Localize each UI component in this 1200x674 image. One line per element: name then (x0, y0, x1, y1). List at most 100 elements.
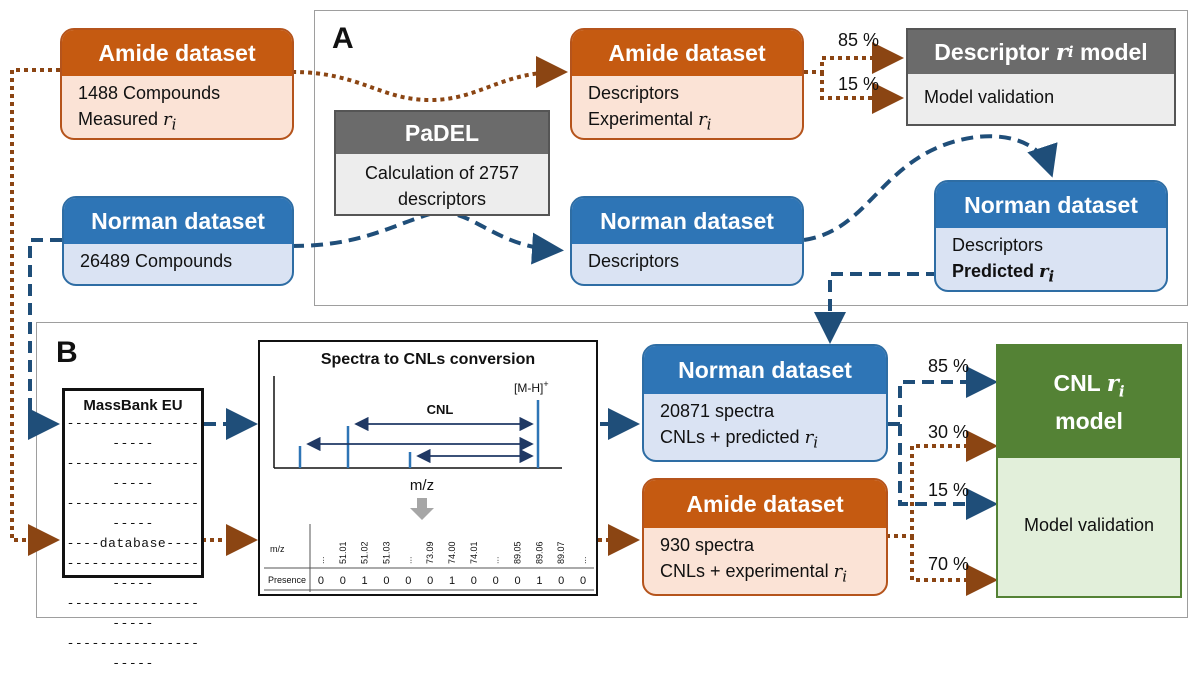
amide-input-line1: 1488 Compounds (78, 83, 221, 103)
split-b-85: 85 % (928, 356, 970, 376)
cnl-model-title-prefix: CNL (1053, 369, 1107, 396)
ri-subscript: i (706, 115, 712, 134)
amide-spectra-box: Amide dataset 930 spectra CNLs + experim… (642, 478, 888, 596)
ri-subscript: i (842, 567, 847, 586)
massbank-box: MassBank EU --------------------- ------… (62, 388, 204, 671)
descriptor-model-body: Model validation (924, 87, 1055, 107)
table-presence-cell: 0 (514, 575, 520, 587)
spectra-conversion-box: Spectra to CNLs conversion [M-H]+ CNL m/… (258, 340, 598, 596)
panel-b-letter: B (56, 336, 78, 369)
descriptor-model-title-suffix: model (1073, 38, 1148, 65)
table-presence-cell: 1 (449, 575, 455, 587)
ri-symbol: r (1055, 38, 1068, 66)
split-a-85: 85 % (838, 30, 880, 50)
norman-spectra-line2: CNLs + predicted ri (660, 424, 870, 456)
table-presence-cell: 1 (362, 575, 368, 587)
ion-label: [M-H]+ (514, 379, 549, 395)
norman-descriptors-line1: Descriptors (588, 251, 680, 271)
amide-input-title: Amide dataset (62, 30, 292, 76)
norman-spectra-line2-text: CNLs + predicted (660, 427, 805, 447)
norman-predicted-body: Descriptors Predicted ri (936, 228, 1166, 290)
table-presence-cell: 0 (427, 575, 433, 587)
split-a-15: 15 % (838, 74, 880, 94)
amide-spectra-line2: CNLs + experimental ri (660, 558, 870, 590)
amide-descriptors-body: Descriptors Experimental ri (572, 76, 802, 138)
ri-subscript: i (1048, 267, 1055, 286)
cnl-label: CNL (427, 402, 454, 417)
massbank-dash-line: --------------------- (66, 496, 200, 531)
table-mz-cell: ... (578, 556, 588, 564)
ri-symbol: r (163, 109, 172, 130)
amide-input-line2: Measured ri (78, 106, 276, 138)
ri-subscript: i (813, 433, 818, 452)
table-mz-cell: 73.09 (425, 541, 435, 564)
massbank-dash-line: --------------------- (66, 456, 200, 491)
ri-subscript: i (1067, 43, 1074, 61)
ri-symbol: r (1039, 261, 1049, 282)
norman-descriptors-body: Descriptors (572, 244, 802, 278)
padel-line2: descriptors (397, 189, 487, 209)
padel-body: Calculation of 2757 descriptors (336, 154, 548, 214)
split-b-70: 70 % (928, 554, 970, 574)
table-presence-cell: 0 (580, 575, 586, 587)
spectrum-xlabel: m/z (410, 477, 434, 494)
massbank-dash-line: --------------------- (66, 556, 200, 591)
massbank-database-line: ----database---- (66, 536, 200, 551)
descriptor-model-title-prefix: Descriptor (934, 38, 1056, 65)
cnl-model-body: Model validation (1023, 515, 1155, 535)
split-b-15: 15 % (928, 480, 970, 500)
padel-title: PaDEL (336, 112, 548, 154)
norman-predicted-box: Norman dataset Descriptors Predicted ri (934, 180, 1168, 292)
amide-flow-lines (10, 42, 998, 596)
panel-a (314, 10, 1188, 306)
norman-descriptors-title: Norman dataset (572, 198, 802, 244)
amide-descriptors-line1: Descriptors (588, 83, 680, 103)
panel-b (36, 322, 1188, 618)
ri-symbol: r (833, 561, 843, 582)
padel-line1: Calculation of 2757 (364, 163, 520, 183)
table-mz-cell: 89.07 (556, 541, 566, 564)
table-mz-cell: 74.00 (447, 541, 457, 564)
massbank-dash-line: --------------------- (66, 596, 200, 631)
norman-descriptors-box: Norman dataset Descriptors (570, 196, 804, 286)
table-mz-cell: ... (491, 556, 501, 564)
norman-spectra-line1: 20871 spectra (660, 401, 775, 421)
table-mz-cell: 51.03 (381, 541, 391, 564)
norman-predicted-line2-text: Predicted (952, 261, 1040, 281)
ri-symbol: r (804, 427, 814, 448)
norman-spectra-box: Norman dataset 20871 spectra CNLs + pred… (642, 344, 888, 462)
amide-descriptors-title: Amide dataset (572, 30, 802, 76)
table-mz-cell: 51.01 (338, 541, 348, 564)
norman-input-line1: 26489 Compounds (80, 251, 233, 271)
table-mz-cell: 89.06 (534, 541, 544, 564)
spectrum-plot: Spectra to CNLs conversion [M-H]+ CNL m/… (273, 351, 562, 520)
table-mz-cell: 89.05 (513, 541, 523, 564)
split-b-30: 30 % (928, 422, 970, 442)
table-row1-label: m/z (270, 544, 285, 554)
padel-box: PaDEL Calculation of 2757 descriptors (334, 110, 550, 216)
norman-spectra-title: Norman dataset (644, 346, 886, 394)
table-presence-cell: 0 (340, 575, 346, 587)
amide-spectra-line2-text: CNLs + experimental (660, 561, 834, 581)
norman-predicted-title: Norman dataset (936, 182, 1166, 228)
amide-input-box: Amide dataset 1488 Compounds Measured ri (60, 28, 294, 140)
table-presence-cell: 0 (383, 575, 389, 587)
amide-input-line2-text: Measured (78, 109, 164, 129)
table-mz-cell: ... (316, 556, 326, 564)
cnl-model-title-line2: model (1055, 408, 1123, 435)
table-presence-cell: 0 (493, 575, 499, 587)
amide-spectra-line1: 930 spectra (660, 535, 755, 555)
norman-input-body: 26489 Compounds (64, 244, 292, 278)
table-presence-cell: 0 (558, 575, 564, 587)
massbank-title: MassBank EU (83, 397, 183, 414)
table-presence-cell: 0 (405, 575, 411, 587)
norman-predicted-line2: Predicted ri (952, 258, 1150, 290)
spectra-title: Spectra to CNLs conversion (321, 351, 535, 368)
amide-descriptors-line2: Experimental ri (588, 106, 786, 138)
table-mz-cell: ... (403, 556, 413, 564)
amide-spectra-body: 930 spectra CNLs + experimental ri (644, 528, 886, 594)
norman-spectra-body: 20871 spectra CNLs + predicted ri (644, 394, 886, 460)
